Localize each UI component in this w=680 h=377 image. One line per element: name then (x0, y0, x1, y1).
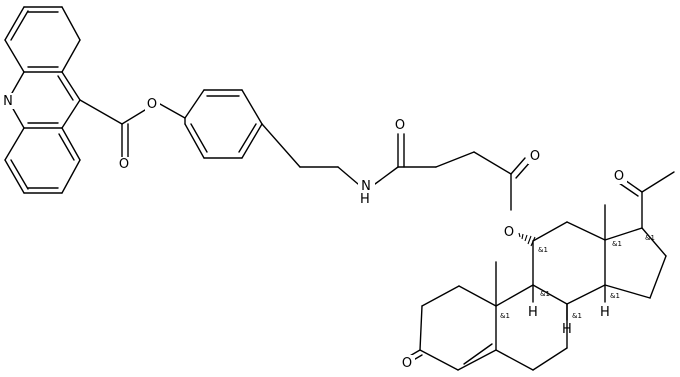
c14-hydrogen-label: H (600, 305, 610, 320)
amide-nitrogen-label: N (361, 179, 371, 194)
stereo-marker-c9: &1 (540, 290, 550, 298)
acetyl-oxygen-label: O (614, 169, 624, 184)
c9-hydrogen-label: H (528, 305, 538, 320)
ester2-link-oxygen-label: O (504, 225, 514, 240)
stereo-marker-c11: &1 (538, 246, 548, 254)
amide-carbonyl-oxygen-label: O (395, 118, 405, 133)
acridine-nitrogen-label: N (3, 94, 13, 109)
amide-hydrogen-label: H (360, 192, 370, 207)
ketone-oxygen-label: O (402, 356, 412, 371)
phenylene-ring (184, 89, 263, 159)
stereo-marker-c8: &1 (572, 312, 582, 320)
stereo-marker-c13: &1 (612, 240, 622, 248)
stereo-marker-c10: &1 (500, 312, 510, 320)
steroid-core: O O H H H &1 &1 &1 &1 &1 &1 &1 (400, 168, 675, 371)
c8-hydrogen-label: H (562, 322, 572, 337)
ethyl-amide-linker: N H O O O (261, 117, 543, 240)
ester1-ring-oxygen-label: O (147, 97, 157, 112)
stereo-marker-c14: &1 (610, 292, 620, 300)
acridine-group: N (1, 6, 81, 194)
stereo-marker-c17: &1 (645, 234, 655, 242)
ester2-carbonyl-oxygen-label: O (530, 149, 540, 164)
acridine-ester-group: O O (79, 96, 186, 173)
ester1-carbonyl-oxygen-label: O (119, 157, 129, 172)
